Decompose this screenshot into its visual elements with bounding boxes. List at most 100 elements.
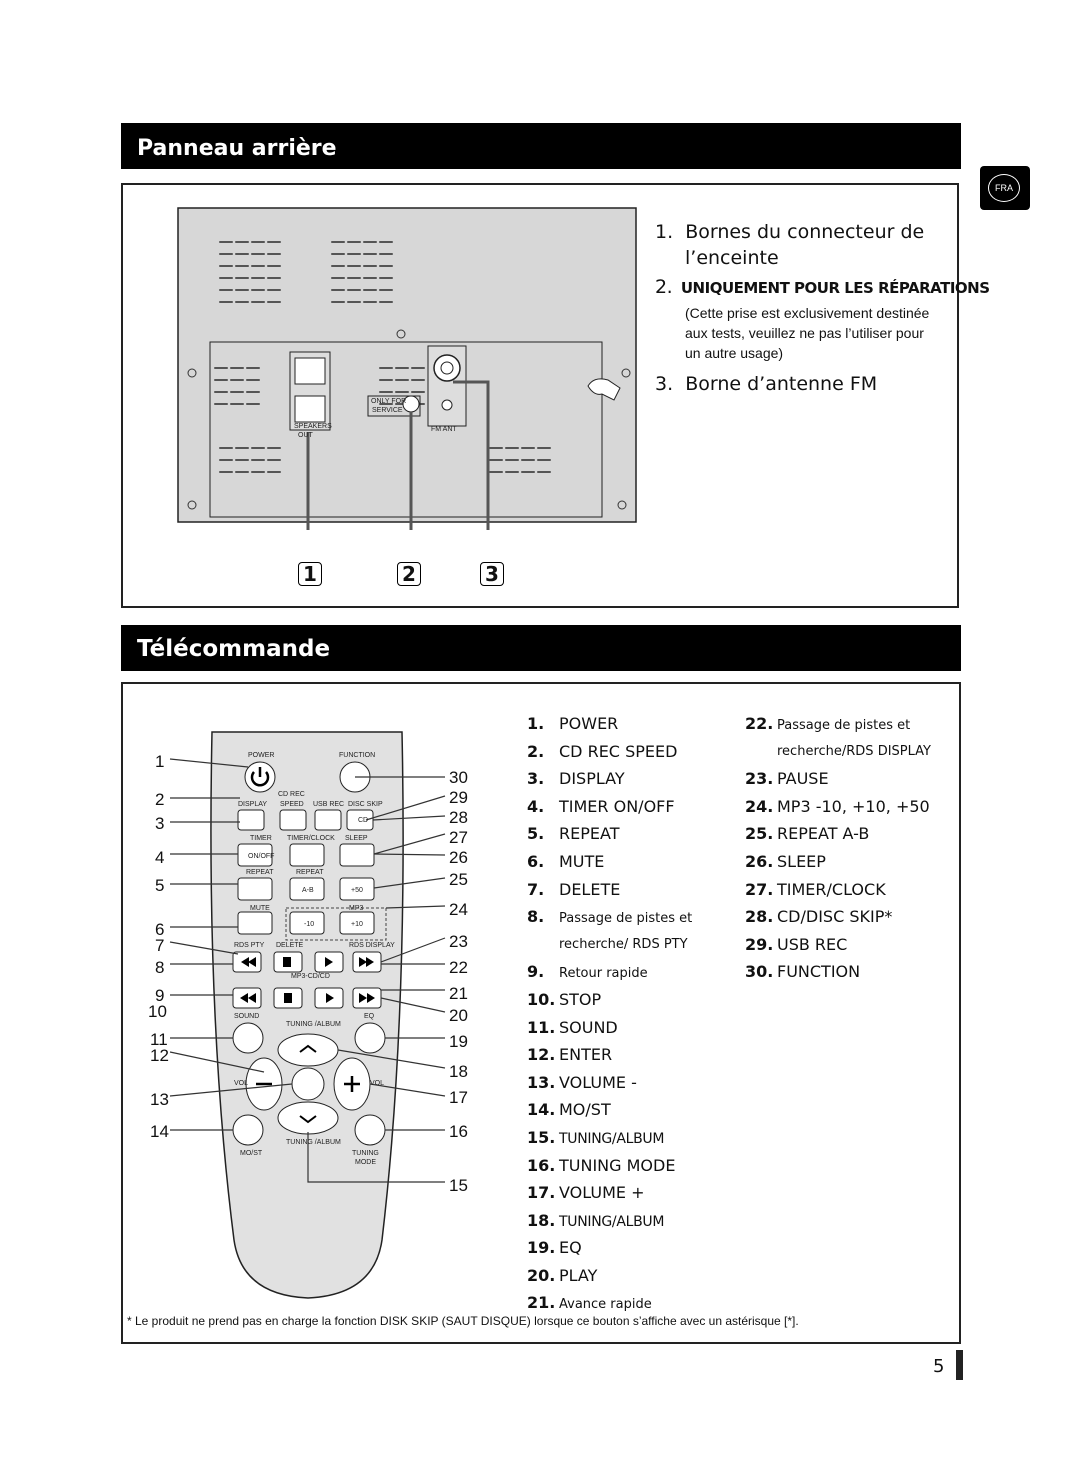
list-item-number: 30. xyxy=(745,962,774,982)
rds-pty-label: RDS PTY xyxy=(234,942,265,949)
rear-item-1: 1. Bornes du connecteur de l’enceinte xyxy=(655,219,924,271)
list-item-number: 24. xyxy=(745,796,774,816)
cd-rec-label: CD REC xyxy=(278,791,305,798)
left-callout-number: 3 xyxy=(155,814,165,833)
sound-label: SOUND xyxy=(234,1013,260,1020)
list-item-number: 20. xyxy=(527,1265,556,1285)
list-item-text: TIMER ON/OFF xyxy=(559,796,675,816)
speakers-label: SPEAKERS xyxy=(294,423,332,430)
list-item-number: 28. xyxy=(745,907,774,927)
remote-title: Télécommande xyxy=(137,636,331,662)
list-item: 6.MUTE xyxy=(527,849,692,877)
rear-item-2-note: (Cette prise est exclusivement destinée … xyxy=(685,303,929,363)
left-callout-number: 7 xyxy=(155,936,165,955)
usb-rec-label: USB REC xyxy=(313,801,345,808)
list-item-text: ENTER xyxy=(559,1045,613,1065)
list-item-number: 2. xyxy=(527,741,545,761)
list-item-number: 3. xyxy=(527,769,545,789)
rear-item-2-text: UNIQUEMENT POUR LES RÉPARATIONS xyxy=(680,279,990,297)
list-item-number: 12. xyxy=(527,1045,556,1065)
list-item: 2. CD REC SPEED xyxy=(527,739,692,767)
right-callout-number: 22 xyxy=(449,958,468,977)
plus50-label: +50 xyxy=(351,887,363,894)
tuning-album-label: TUNING /ALBUM xyxy=(286,1021,341,1028)
right-callout-number: 15 xyxy=(449,1176,468,1195)
list-item: 10.STOP xyxy=(527,987,692,1015)
eq-label: EQ xyxy=(364,1013,375,1020)
only-for-label: ONLY FOR xyxy=(371,398,407,405)
callout-2: 2 xyxy=(397,562,421,586)
left-callout-number: 12 xyxy=(150,1046,169,1065)
language-tab: FRA xyxy=(980,166,1030,210)
list-item-number: 16. xyxy=(527,1155,556,1175)
on-off-label: ON/OFF xyxy=(248,853,275,860)
list-item-continuation: recherche/ RDS PTY xyxy=(559,936,688,952)
list-item-text: POWER xyxy=(559,714,619,733)
list-item-number: 13. xyxy=(527,1072,556,1092)
list-item-text: USB REC xyxy=(777,934,848,954)
list-item-number: 23. xyxy=(745,769,774,789)
list-item-number: 14. xyxy=(527,1100,556,1120)
list-item-text: FUNCTION xyxy=(777,962,861,982)
left-callout-number: 2 xyxy=(155,790,165,809)
list-item-text: STOP xyxy=(559,989,602,1009)
list-item-number: 15. xyxy=(527,1127,556,1147)
list-item-text: MUTE xyxy=(559,851,605,871)
delete-label: DELETE xyxy=(276,942,304,949)
rear-item-3-num: 3. xyxy=(655,373,674,395)
rear-item-1-num: 1. xyxy=(655,221,674,243)
list-item-text: VOLUME - xyxy=(559,1072,637,1092)
right-callout-number: 16 xyxy=(449,1122,468,1141)
list-item-text: Retour rapide xyxy=(559,966,648,982)
power-label: POWER xyxy=(248,752,275,759)
list-item-text: CD REC SPEED xyxy=(559,741,678,761)
list-item-text: EQ xyxy=(559,1238,582,1258)
left-callout-number: 8 xyxy=(155,958,165,977)
list-item-number: 21. xyxy=(527,1293,556,1313)
minus10-label: -10 xyxy=(304,921,315,928)
list-item-number: 8. xyxy=(527,907,545,927)
list-item-text: DISPLAY xyxy=(559,769,625,789)
right-callout-number: 21 xyxy=(449,984,468,1003)
right-callout-number: 28 xyxy=(449,808,468,827)
list-item-number: 5. xyxy=(527,824,545,844)
rear-panel-illustration xyxy=(177,207,637,530)
list-item: 19.EQ xyxy=(527,1235,692,1263)
mode-label: MODE xyxy=(355,1159,376,1166)
function-label: FUNCTION xyxy=(339,752,376,759)
rear-item-3-text: Borne d’antenne FM xyxy=(685,373,878,395)
list-item: 1.POWER xyxy=(527,711,692,739)
list-item-text: PLAY xyxy=(559,1265,598,1285)
mp3-label: MP3 xyxy=(349,905,364,912)
tuning-label: TUNING xyxy=(352,1150,379,1157)
list-item-number: 9. xyxy=(527,962,545,982)
left-callout-number: 11 xyxy=(150,1030,168,1049)
list-item-text: VOLUME + xyxy=(559,1183,645,1203)
right-callout-number: 17 xyxy=(449,1088,468,1107)
mute-label: MUTE xyxy=(250,905,270,912)
language-label: FRA xyxy=(988,174,1020,202)
rear-panel-title: Panneau arrière xyxy=(137,136,337,161)
tuning-album-label-2: TUNING /ALBUM xyxy=(286,1139,341,1146)
list-item-text: TUNING/ALBUM xyxy=(559,1130,665,1147)
list-item: 28.CD/DISC SKIP* xyxy=(745,904,931,932)
left-callout-number: 10 xyxy=(148,1002,167,1021)
list-item: 5.REPEAT xyxy=(527,821,692,849)
list-item-number: 10. xyxy=(527,989,556,1009)
sleep-label: SLEEP xyxy=(345,835,368,842)
timer-clock-label: TIMER/CLOCK xyxy=(287,835,335,842)
left-callout-number: 4 xyxy=(155,848,165,867)
list-item-text: MO/ST xyxy=(559,1100,611,1120)
right-callout-number: 20 xyxy=(449,1006,468,1025)
right-callout-number: 25 xyxy=(449,870,468,889)
display-label: DISPLAY xyxy=(238,801,268,808)
rds-display-label: RDS DISPLAY xyxy=(349,942,395,949)
list-item-text: Avance rapide xyxy=(559,1297,652,1313)
plus10-label: +10 xyxy=(351,921,363,928)
disc-skip-label: DISC SKIP xyxy=(348,801,383,808)
fm-ant-label: FM ANT xyxy=(431,426,457,433)
list-item: 27.TIMER/CLOCK xyxy=(745,877,931,905)
rear-item-2: 2. UNIQUEMENT POUR LES RÉPARATIONS xyxy=(655,276,990,298)
mp3-cd-cd-label: MP3-CD/CD xyxy=(291,973,330,980)
list-item: 9. Retour rapide xyxy=(527,959,692,987)
